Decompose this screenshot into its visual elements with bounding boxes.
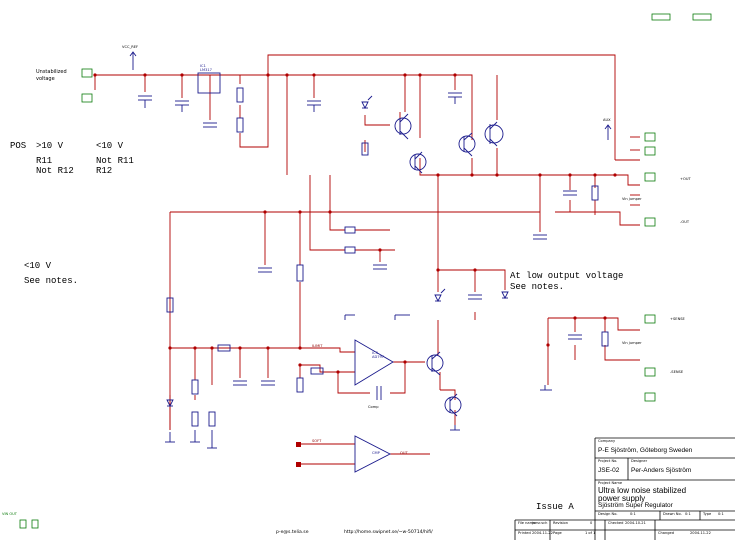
tb-project-no-label: Project No. <box>598 459 618 463</box>
label-lm317: LM317 <box>200 68 212 72</box>
label-out-plus: +OUT <box>680 177 691 181</box>
grounds <box>165 314 552 449</box>
tb-revision: 0 <box>590 521 593 525</box>
transistor-q4 <box>484 121 504 147</box>
label-unstabilized: Unstabilized <box>36 69 67 75</box>
tb-changed: 2004-11-22 <box>690 531 711 535</box>
tb-drawn: 0:1 <box>685 512 691 516</box>
transistor-q5 <box>426 351 444 376</box>
tb-design-label: Design No. <box>598 512 618 516</box>
wires <box>94 54 640 465</box>
tb-project-no: JSE-02 <box>598 467 620 474</box>
led-d1 <box>361 95 373 110</box>
tb-project-name-1: Ultra low noise stabilized <box>598 486 687 495</box>
label-vref-out: OUT <box>400 451 408 455</box>
label-out-minus: -OUT <box>680 220 690 224</box>
tb-design: 0:1 <box>630 512 636 516</box>
tb-company-label: Company <box>598 439 616 443</box>
label-tiny-note: VIN OUT <box>2 512 18 516</box>
tb-filename: jsesr.sch <box>532 521 548 525</box>
cap-c1 <box>138 95 152 108</box>
cap-c9 <box>373 264 387 270</box>
label-ic1: IC1 <box>200 64 206 68</box>
note-see-notes: See notes. <box>24 276 79 286</box>
note-not-r11: Not R11 <box>96 156 134 166</box>
opamp-main <box>354 339 394 386</box>
tb-page: 1 of 1 <box>585 531 596 535</box>
note-pos: POS <box>10 141 27 151</box>
label-voltage: voltage <box>36 76 55 82</box>
tb-issue: Issue A <box>536 502 574 512</box>
components <box>129 51 612 473</box>
opamp-second <box>354 435 391 473</box>
cap-c3 <box>203 122 217 128</box>
tb-designer: Per-Anders Sjöström <box>631 467 692 474</box>
label-aux: AUX <box>603 118 611 122</box>
note-under-10v: <10 V <box>96 141 124 151</box>
tb-printed: 2004-11-22 <box>532 531 553 535</box>
transistor-q3 <box>458 132 476 157</box>
tb-project-name-2: power supply <box>598 494 646 503</box>
note-not-r12: Not R12 <box>36 166 74 176</box>
label-comp: Comp <box>368 405 379 409</box>
label-limit: ILIMIT <box>312 344 323 348</box>
label-opamp-name: IC3 <box>372 351 378 355</box>
footer-email: p-e@s.telia.se <box>276 530 309 535</box>
label-sense-plus: +SENSE <box>670 317 685 321</box>
note-low-output-2: See notes. <box>510 282 565 292</box>
led-d2 <box>434 288 446 303</box>
note-under-10v-b: <10 V <box>24 261 52 271</box>
tb-designer-label: Designer <box>631 459 648 463</box>
power-arrow-aux <box>604 124 612 140</box>
cap-comp <box>376 386 382 400</box>
cap-c11 <box>233 380 247 386</box>
tb-company: P-E Sjöström, Göteborg Sweden <box>598 447 693 454</box>
connectors <box>19 13 712 529</box>
power-arrow-ref <box>129 51 137 70</box>
label-jumper-a: Vin jumper <box>622 197 642 201</box>
cap-c7 <box>533 234 547 240</box>
transistor-q1 <box>394 113 412 140</box>
note-low-output-1: At low output voltage <box>510 271 624 281</box>
cap-c8 <box>258 267 272 273</box>
tb-changed-label: Changed <box>658 531 675 535</box>
note-r11: R11 <box>36 156 53 166</box>
junction-dots <box>93 73 617 374</box>
label-ref: VCC_REF <box>122 45 139 49</box>
led-d3 <box>501 291 509 300</box>
cap-c6 <box>563 190 577 196</box>
label-jumper-b: Vin jumper <box>622 341 642 345</box>
diode-zener <box>166 399 174 408</box>
tb-printed-label: Printed <box>518 531 531 535</box>
cap-c4 <box>307 100 321 112</box>
tb-type-label: Type <box>703 512 712 516</box>
note-over-10v: >10 V <box>36 141 64 151</box>
tb-type: 0:1 <box>718 512 724 516</box>
transistor-q6 <box>444 393 462 417</box>
tb-checked-label: Checked <box>608 521 624 525</box>
label-soft-start: SOFT <box>312 439 322 443</box>
tb-drawn-label: Drawn No. <box>663 512 682 516</box>
tb-page-label: Page <box>553 531 562 535</box>
tb-revision-label: Revision <box>553 521 569 525</box>
tb-filename-label: File name <box>518 521 536 525</box>
cap-c13 <box>568 334 582 340</box>
cap-c12 <box>261 380 275 386</box>
label-opamp-part: AD797 <box>372 355 385 359</box>
cap-c5 <box>448 92 462 104</box>
transistor-q2 <box>409 151 427 174</box>
title-block-frame <box>514 437 735 540</box>
net-flags <box>296 442 301 467</box>
label-comp-part: CMP <box>372 451 380 455</box>
label-sense-minus: -SENSE <box>670 370 684 374</box>
tb-checked: 2004-10-21 <box>625 521 646 525</box>
cap-c2 <box>175 100 189 112</box>
footer-url: http://home.swipnet.se/~w-50714/hifi/ <box>344 530 433 535</box>
tb-project-name-label: Project Name <box>598 481 623 485</box>
tb-sheet-title: Sjöström Super Regulator <box>598 502 673 509</box>
cap-c10 <box>468 294 482 300</box>
note-r12: R12 <box>96 166 113 176</box>
